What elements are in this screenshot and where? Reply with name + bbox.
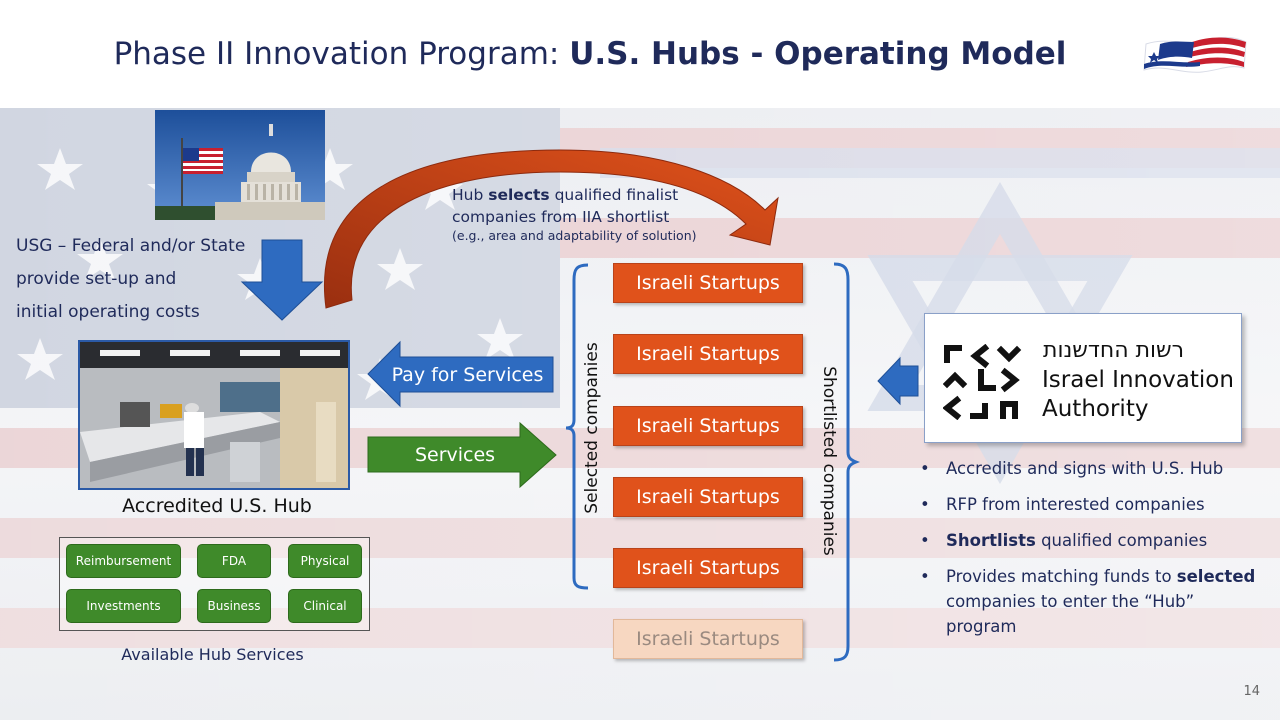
- bullet-text: Provides matching funds to: [946, 567, 1177, 586]
- iia-arrow: [877, 356, 919, 406]
- bullet-item: RFP from interested companies: [918, 492, 1258, 517]
- bullet-text: companies to enter the “Hub” program: [946, 592, 1195, 636]
- service-business: Business: [197, 589, 271, 623]
- bullet-item: Provides matching funds to selected comp…: [918, 564, 1258, 639]
- selected-companies-label: Selected companies: [582, 342, 602, 514]
- services-label: Services: [414, 444, 496, 466]
- shortlisted-companies-label: Shortlisted companies: [819, 366, 839, 556]
- bullet-item: Accredits and signs with U.S. Hub: [918, 456, 1258, 481]
- hub-selects-line2: companies from IIA shortlist: [452, 208, 670, 226]
- service-physical: Physical: [288, 544, 362, 578]
- pay-arrow: [367, 340, 554, 408]
- usg-description: USG – Federal and/or State provide set-u…: [16, 230, 276, 329]
- usg-line-3: initial operating costs: [16, 302, 200, 322]
- iia-line1: Israel Innovation: [1042, 367, 1234, 393]
- bullet-item: Shortlists qualified companies: [918, 528, 1258, 553]
- hub-selects-bold: selects: [488, 186, 550, 204]
- hub-selects-part1: Hub: [452, 186, 489, 204]
- services-arrow: [367, 421, 557, 489]
- pay-for-services-label: Pay for Services: [391, 364, 544, 386]
- page-number: 14: [1243, 684, 1260, 699]
- bullet-text: qualified companies: [1035, 531, 1208, 550]
- service-investments: Investments: [66, 589, 181, 623]
- accredited-hub-label: Accredited U.S. Hub: [122, 495, 312, 517]
- available-services-label: Available Hub Services: [121, 645, 304, 664]
- service-fda: FDA: [197, 544, 271, 578]
- startup-box: Israeli Startups: [613, 477, 803, 517]
- selected-bracket: [565, 263, 589, 590]
- hub-lab-photo: [78, 340, 350, 490]
- startup-box: Israeli Startups: [613, 334, 803, 374]
- hub-selects-note: Hub selects qualified finalist companies…: [452, 184, 782, 244]
- title-bold: U.S. Hubs - Operating Model: [569, 36, 1067, 72]
- us-israel-flag-logo: [1140, 34, 1250, 80]
- down-arrow: [240, 239, 324, 321]
- usg-line-1: USG – Federal and/or State: [16, 236, 246, 256]
- iia-hebrew-name: רשות החדשנות: [1043, 338, 1185, 363]
- startup-box: Israeli Startups: [613, 406, 803, 446]
- page-title: Phase II Innovation Program: U.S. Hubs -…: [0, 36, 1180, 72]
- hub-services-panel: Reimbursement FDA Physical Investments B…: [59, 537, 370, 631]
- startup-box: Israeli Startups: [613, 548, 803, 588]
- service-reimbursement: Reimbursement: [66, 544, 181, 578]
- hub-selects-part2: qualified finalist: [549, 186, 679, 204]
- iia-bullets: Accredits and signs with U.S. Hub RFP fr…: [918, 456, 1258, 650]
- iia-logo-icon: [943, 344, 1022, 420]
- capitol-photo: [155, 110, 325, 220]
- bullet-bold: Shortlists: [946, 531, 1036, 550]
- startup-box-faded: Israeli Startups: [613, 619, 803, 659]
- iia-line2: Authority: [1042, 396, 1149, 422]
- service-clinical: Clinical: [288, 589, 362, 623]
- bullet-bold: selected: [1176, 567, 1256, 586]
- startup-box: Israeli Startups: [613, 263, 803, 303]
- bullet-text: RFP from interested companies: [946, 495, 1205, 514]
- shortlist-bracket: [833, 262, 861, 662]
- curved-selection-arrow: [324, 149, 779, 309]
- title-prefix: Phase II Innovation Program:: [113, 36, 570, 72]
- iia-logo-box: רשות החדשנות Israel Innovation Authority: [924, 313, 1242, 443]
- bullet-text: Accredits and signs with U.S. Hub: [946, 459, 1224, 478]
- hub-selects-line3: (e.g., area and adaptability of solution…: [452, 228, 697, 243]
- iia-english-name: Israel Innovation Authority: [1042, 366, 1234, 424]
- usg-line-2: provide set-up and: [16, 269, 177, 289]
